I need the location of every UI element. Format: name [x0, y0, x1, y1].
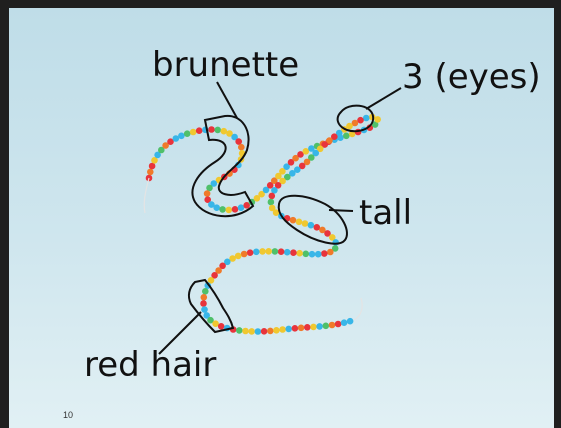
bead	[196, 127, 203, 134]
bead	[298, 325, 305, 332]
bead	[149, 163, 156, 170]
bead	[147, 169, 154, 176]
bead	[285, 326, 292, 333]
bead	[259, 248, 266, 255]
bead	[236, 327, 243, 334]
bead	[238, 144, 245, 151]
bead	[248, 328, 255, 335]
bead	[235, 138, 242, 145]
bead	[343, 133, 350, 140]
bead	[269, 193, 276, 200]
bead	[347, 318, 354, 325]
strand-tail-left	[144, 178, 149, 213]
red-hair-label: red hair	[84, 348, 216, 382]
bead	[273, 327, 280, 334]
slide-number: 10	[63, 410, 73, 420]
bead	[204, 190, 211, 197]
bead	[315, 251, 322, 258]
bead	[304, 324, 311, 331]
eyes-pointer	[366, 88, 401, 109]
bead	[329, 322, 336, 329]
bead	[226, 207, 233, 214]
bead	[238, 204, 245, 211]
bead	[314, 224, 321, 231]
bead	[363, 115, 370, 122]
bead	[284, 249, 291, 256]
strand-tail-right	[354, 298, 362, 320]
bead	[321, 250, 328, 257]
red-hair-region-outline	[189, 280, 233, 332]
bead	[323, 323, 330, 330]
brunette-pointer	[217, 82, 237, 118]
bead	[201, 306, 208, 313]
bead	[242, 328, 249, 335]
bead	[232, 206, 239, 213]
bead	[267, 328, 274, 335]
bead	[219, 206, 226, 213]
bead	[208, 126, 215, 133]
bead	[218, 323, 225, 330]
bead	[221, 128, 228, 135]
bead	[268, 199, 275, 206]
tall-label: tall	[359, 196, 412, 230]
bead	[290, 217, 297, 224]
bead	[303, 148, 310, 155]
bead	[206, 185, 213, 192]
brunette-label: brunette	[152, 48, 299, 82]
bead	[302, 220, 309, 227]
eyes-label: 3 (eyes)	[402, 60, 541, 94]
bead	[308, 222, 315, 229]
bead	[290, 249, 297, 256]
bead	[214, 127, 221, 134]
bead	[255, 328, 262, 335]
bead	[261, 328, 268, 335]
bead	[296, 250, 303, 257]
slide: brunette 3 (eyes) tall red hair 10	[9, 8, 554, 428]
bead	[200, 300, 207, 307]
bead	[272, 248, 279, 255]
bead	[235, 253, 242, 260]
bead	[190, 129, 197, 136]
bead	[327, 249, 334, 256]
bead	[201, 294, 208, 301]
bead	[253, 249, 260, 256]
bead	[296, 219, 303, 226]
bead	[213, 204, 220, 211]
bead	[335, 321, 342, 328]
bead	[332, 239, 339, 246]
tall-pointer	[329, 210, 353, 211]
bead	[173, 135, 180, 142]
bead	[202, 288, 209, 295]
bead	[309, 251, 316, 258]
bead	[247, 249, 254, 256]
bead	[303, 251, 310, 258]
bead	[310, 324, 317, 331]
bead	[316, 323, 323, 330]
bead	[265, 248, 272, 255]
bead	[212, 320, 219, 327]
bead	[279, 326, 286, 333]
bead	[184, 130, 191, 137]
bead	[241, 251, 248, 258]
bead	[271, 187, 278, 194]
bead	[341, 319, 348, 326]
bead	[278, 248, 285, 255]
bead	[178, 133, 185, 140]
bead	[357, 117, 364, 124]
bead	[292, 325, 299, 332]
